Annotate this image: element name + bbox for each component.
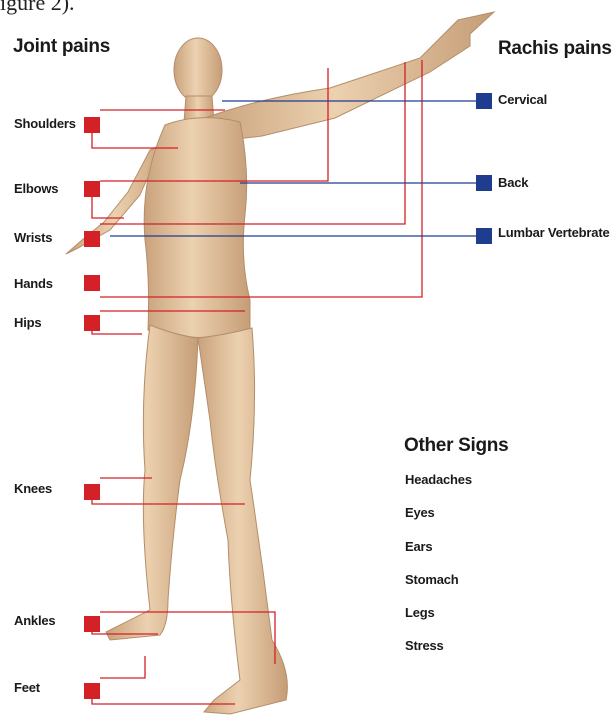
rachis-label-cervical: Cervical <box>498 92 547 107</box>
joint-marker-shoulders <box>84 117 100 133</box>
joint-label-shoulders: Shoulders <box>14 116 76 131</box>
joint-label-hips: Hips <box>14 315 41 330</box>
other-sign-legs: Legs <box>405 605 435 620</box>
joint-label-hands: Hands <box>14 276 53 291</box>
joint-pains-title: Joint pains <box>13 36 110 58</box>
rachis-pains-title: Rachis pains <box>498 38 612 60</box>
other-sign-stomach: Stomach <box>405 572 459 587</box>
joint-label-knees: Knees <box>14 481 52 496</box>
joint-marker-ankles <box>84 616 100 632</box>
rachis-label-lumbar: Lumbar Vertebrate <box>498 225 609 240</box>
other-sign-eyes: Eyes <box>405 505 435 520</box>
joint-marker-knees <box>84 484 100 500</box>
joint-marker-wrists <box>84 231 100 247</box>
joint-label-elbows: Elbows <box>14 181 58 196</box>
rachis-marker-back <box>476 175 492 191</box>
rachis-marker-lumbar <box>476 228 492 244</box>
other-sign-headaches: Headaches <box>405 472 472 487</box>
joint-label-feet: Feet <box>14 680 40 695</box>
rachis-label-back: Back <box>498 175 528 190</box>
joint-label-ankles: Ankles <box>14 613 55 628</box>
joint-marker-hips <box>84 315 100 331</box>
joint-marker-feet <box>84 683 100 699</box>
joint-marker-hands <box>84 275 100 291</box>
other-sign-stress: Stress <box>405 638 444 653</box>
other-signs-title: Other Signs <box>404 435 508 457</box>
joint-marker-elbows <box>84 181 100 197</box>
rachis-marker-cervical <box>476 93 492 109</box>
joint-label-wrists: Wrists <box>14 230 52 245</box>
other-sign-ears: Ears <box>405 539 432 554</box>
